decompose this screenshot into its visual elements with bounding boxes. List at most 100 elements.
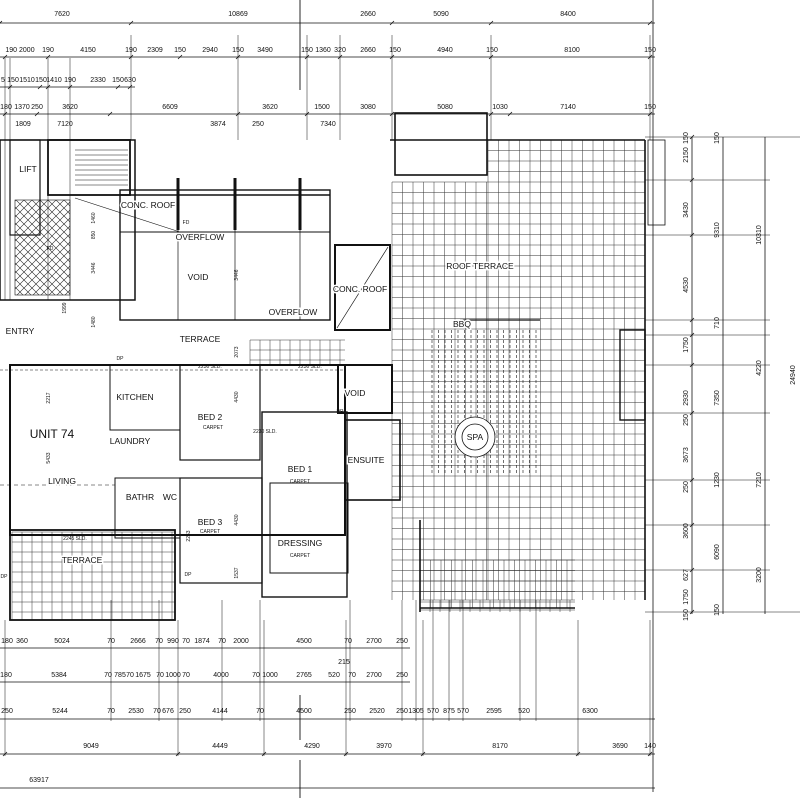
room-label: BED 1	[288, 464, 313, 474]
plan-annotation: FD	[183, 220, 190, 226]
dimension-label: 70	[182, 672, 190, 679]
spa-outer	[454, 416, 496, 458]
bed-3-room	[179, 477, 263, 584]
dimension-label: 3874	[210, 121, 226, 128]
dimension-label: 360	[16, 638, 28, 645]
dimension-label: 3690	[612, 743, 628, 750]
dimension-label: 520	[328, 672, 340, 679]
dimension-label: 5080	[437, 104, 453, 111]
dimension-label: 70	[104, 672, 112, 679]
room-label: ENSUITE	[348, 455, 385, 465]
plan-annotation: 850	[91, 231, 97, 240]
dimension-label: 9310	[714, 222, 721, 238]
dimension-tick	[488, 20, 494, 26]
dimension-label: 8170	[492, 743, 508, 750]
room-label: ENTRY	[6, 326, 35, 336]
dimension-label: 70	[344, 638, 352, 645]
dimension-tick	[689, 177, 695, 183]
dimension-label: 150	[7, 77, 19, 84]
dimension-tick	[689, 567, 695, 573]
dimension-label: 150	[683, 132, 690, 144]
dimension-tick	[115, 84, 121, 90]
dimension-label: 4220	[756, 360, 763, 376]
room-label: CONC. ROOF	[333, 284, 387, 294]
dimension-label: 250	[1, 708, 13, 715]
dimension-label: 70	[252, 672, 260, 679]
plan-annotation: CARPET	[290, 479, 310, 485]
dimension-label: 9049	[83, 743, 99, 750]
plan-annotation: 4430	[234, 391, 240, 402]
dimension-label: 1874	[194, 638, 210, 645]
plan-annotation: 4430	[234, 514, 240, 525]
dimension-label: 215	[338, 659, 350, 666]
plan-annotation: CARPET	[203, 425, 223, 431]
dimension-tick	[507, 111, 513, 117]
dimension-tick	[689, 522, 695, 528]
dimension-label: 6609	[162, 104, 178, 111]
dimension-label: 63917	[29, 777, 49, 784]
unit-74-outer-wall	[9, 364, 346, 536]
dimension-label: 180	[0, 104, 12, 111]
dimension-label: 2660	[360, 11, 376, 18]
dimension-label: 1809	[15, 121, 31, 128]
room-label: OVERFLOW	[176, 232, 225, 242]
plan-annotation: 1480	[91, 316, 97, 327]
dimension-label: 1410	[46, 77, 62, 84]
dimension-label: 1000	[262, 672, 278, 679]
room-label: TERRACE	[180, 334, 221, 344]
plan-annotation: CARPET	[200, 529, 220, 535]
dimension-tick	[45, 54, 51, 60]
dimension-tick	[689, 609, 695, 615]
dimension-tick	[689, 134, 695, 140]
dimension-label: 1500	[314, 104, 330, 111]
dimension-label: 150	[389, 47, 401, 54]
dressing-room	[269, 482, 349, 574]
dimension-label: 8400	[560, 11, 576, 18]
dimension-label: 1675	[135, 672, 151, 679]
room-label: VOID	[188, 272, 209, 282]
dimension-label: 2309	[147, 47, 163, 54]
dimension-tick	[689, 477, 695, 483]
dimension-label: 4449	[212, 743, 228, 750]
dimension-label: 2595	[486, 708, 502, 715]
room-label: ROOF TERRACE	[446, 261, 514, 271]
dimension-label: 3600	[683, 523, 690, 539]
dimension-label: 2000	[233, 638, 249, 645]
dimension-label: 785	[114, 672, 126, 679]
room-label: BED 3	[198, 517, 223, 527]
dimension-label: 3673	[683, 447, 690, 463]
conc-roof-box	[334, 244, 391, 331]
room-label: KITCHEN	[116, 392, 153, 402]
dimension-label: 150	[486, 47, 498, 54]
room-label: DRESSING	[278, 538, 322, 548]
dimension-label: 150	[35, 77, 47, 84]
bathroom	[114, 477, 181, 539]
dimension-label: 1370	[14, 104, 30, 111]
room-label: BED 2	[198, 412, 223, 422]
dimension-label: 2666	[130, 638, 146, 645]
plan-annotation: 2230 SLD.	[298, 364, 322, 370]
dimension-label: 5384	[51, 672, 67, 679]
dimension-label: 180	[1, 638, 13, 645]
dimension-label: 24940	[790, 365, 797, 385]
dimension-tick	[647, 20, 653, 26]
dimension-label: 1030	[492, 104, 508, 111]
dimension-label: 1510	[19, 77, 35, 84]
lower-terrace	[9, 529, 176, 621]
spa-inner	[461, 423, 489, 451]
dimension-label: 627	[683, 569, 690, 581]
dimension-tick	[689, 232, 695, 238]
dimension-tick	[128, 20, 134, 26]
room-label: LIFT	[19, 164, 36, 174]
dimension-label: 4150	[80, 47, 96, 54]
dimension-label: 4500	[296, 638, 312, 645]
plan-annotation: FD	[47, 246, 54, 252]
dimension-label: 2765	[296, 672, 312, 679]
dimension-label: 990	[167, 638, 179, 645]
dimension-label: 3430	[683, 202, 690, 218]
dimension-label: 8100	[564, 47, 580, 54]
dimension-label: 150	[714, 604, 721, 616]
side-box	[619, 329, 646, 421]
dimension-label: 10869	[228, 11, 248, 18]
